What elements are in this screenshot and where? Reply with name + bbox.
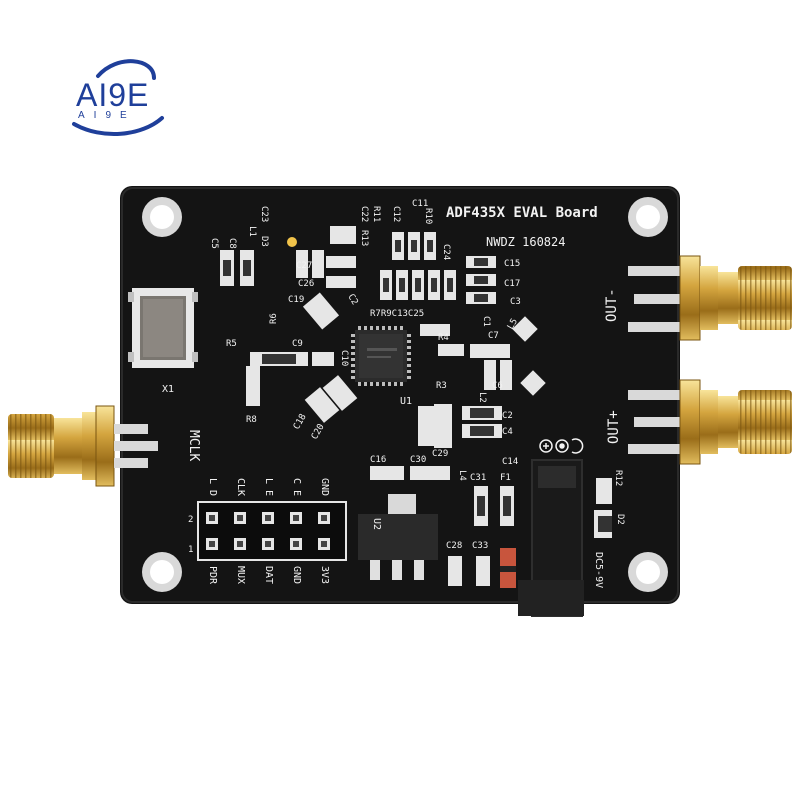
sma-connector-mclk — [8, 405, 158, 487]
designator-l2: L2 — [477, 392, 487, 403]
designator-c15: C15 — [504, 259, 520, 269]
designator-c6: C6 — [492, 381, 503, 391]
designator-c28: C28 — [446, 541, 462, 551]
u1-label: U1 — [400, 396, 412, 407]
designator-c1: C1 — [481, 316, 491, 327]
header-label-ld: L D — [207, 478, 218, 496]
board-code: NWDZ 160824 — [486, 235, 565, 249]
designator-c30: C30 — [410, 455, 426, 465]
x1-label: X1 — [162, 384, 174, 395]
designator-c29: C29 — [432, 449, 448, 459]
designator-c11: C11 — [412, 199, 428, 209]
header-row-2: 2 — [188, 515, 193, 525]
designator-r7r9c13c25: R7R9C13C25 — [370, 309, 424, 319]
designator-r3: R3 — [436, 381, 447, 391]
designator-c14: C14 — [502, 457, 518, 467]
designator-c3: C3 — [510, 297, 521, 307]
out-plus-label: OUT+ — [606, 410, 622, 444]
voltage-regulator — [358, 494, 438, 580]
header-label-clk: CLK — [235, 478, 246, 496]
designator-l1: L1 — [247, 226, 257, 237]
led — [287, 237, 297, 247]
header-top-labels: L D CLK L E C E GND — [207, 478, 330, 496]
designator-c31: C31 — [470, 473, 486, 483]
designator-r5: R5 — [226, 339, 237, 349]
pll-chip — [351, 326, 411, 386]
mounting-holes — [142, 197, 668, 592]
header-label-3v3: 3V3 — [319, 566, 330, 584]
dc-barrel-jack — [518, 459, 584, 617]
designator-c8: C8 — [227, 238, 237, 249]
designator-c4: C4 — [502, 427, 513, 437]
designator-r4: R4 — [438, 333, 449, 343]
brand-logo: AI9E AI9E — [72, 59, 164, 136]
designator-c5: C5 — [209, 238, 219, 249]
u2-label: U2 — [371, 518, 382, 530]
designator-c12: C12 — [391, 206, 401, 222]
header-row-1: 1 — [188, 545, 193, 555]
designator-c19: C19 — [288, 295, 304, 305]
header-label-pdr: PDR — [207, 566, 218, 585]
board-title: ADF435X EVAL Board — [446, 205, 598, 221]
diode-d1 — [500, 548, 516, 588]
pin-header — [197, 501, 347, 561]
out-minus-label: OUT- — [604, 288, 620, 322]
component-designators: C23 L1 D3 C8 C5 C22 R11 R13 C12 C11 R10 … — [209, 199, 625, 551]
designator-d2: D2 — [615, 514, 625, 525]
crystal-oscillator — [128, 288, 198, 368]
header-label-ce: C E — [291, 478, 302, 496]
designator-c22: C22 — [359, 206, 369, 222]
designator-r10: R10 — [423, 208, 433, 224]
designator-c2b: C2 — [502, 411, 513, 421]
header-label-le: L E — [263, 478, 274, 496]
designator-c27: C27 — [296, 261, 312, 271]
header-label-gnd-bottom: GND — [291, 566, 302, 584]
designator-r12: R12 — [613, 470, 623, 486]
designator-r11: R11 — [371, 206, 381, 222]
logo-swoosh — [96, 59, 156, 80]
designator-l5: L5 — [506, 317, 520, 331]
designator-r8: R8 — [246, 415, 257, 425]
designator-c33: C33 — [472, 541, 488, 551]
designator-d3: D3 — [259, 236, 269, 247]
designator-c16: C16 — [370, 455, 386, 465]
designator-r6: R6 — [269, 313, 279, 324]
logo-text: AI9E — [76, 77, 149, 113]
designator-f1: F1 — [500, 473, 511, 483]
designator-c7: C7 — [488, 331, 499, 341]
sma-connector-out-minus — [628, 255, 792, 341]
mclk-label: MCLK — [186, 430, 201, 461]
smd-components — [220, 226, 612, 588]
sma-connector-out-plus — [628, 379, 792, 465]
designator-c2: C2 — [345, 293, 359, 307]
logo-subtext: AI9E — [78, 110, 136, 121]
designator-c17: C17 — [504, 279, 520, 289]
designator-l4: L4 — [457, 470, 467, 481]
designator-c9: C9 — [292, 339, 303, 349]
designator-c24: C24 — [441, 244, 451, 260]
header-label-dat: DAT — [263, 566, 274, 584]
designator-r13: R13 — [359, 230, 369, 246]
header-bottom-labels: PDR MUX DAT GND 3V3 — [207, 566, 330, 585]
header-label-mux: MUX — [235, 566, 246, 584]
designator-c26: C26 — [298, 279, 314, 289]
power-label: DC5-9V — [593, 552, 604, 588]
designator-c23: C23 — [259, 206, 269, 222]
header-label-gnd-top: GND — [319, 478, 330, 496]
designator-c10: C10 — [339, 350, 349, 366]
logo-arc — [72, 116, 164, 136]
polarity-symbol — [539, 438, 584, 454]
